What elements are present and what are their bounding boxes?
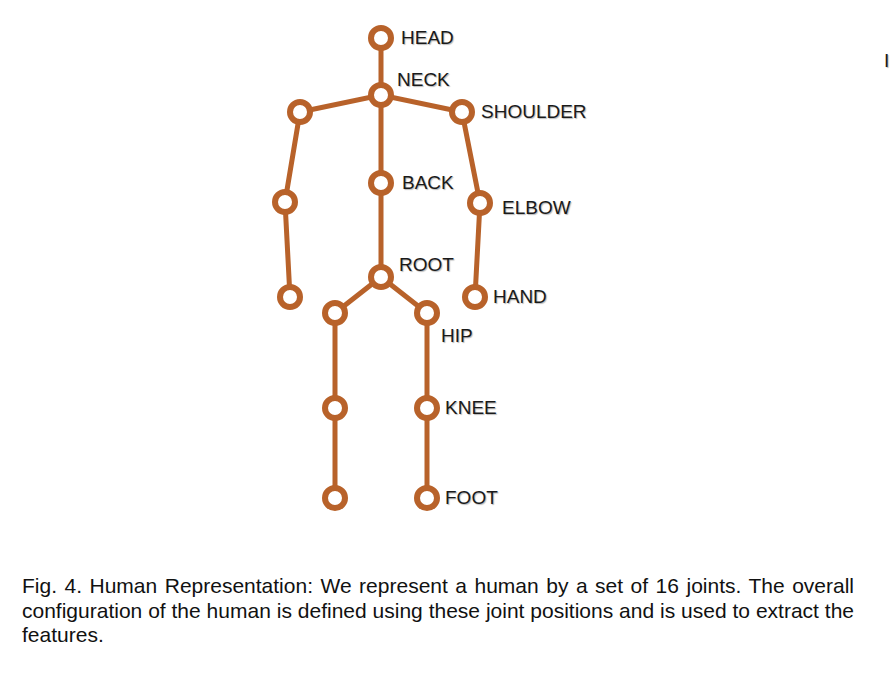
joint-label: NECK xyxy=(397,69,450,91)
joint-label: KNEE xyxy=(445,397,497,419)
joint-label: HIP xyxy=(441,325,473,347)
joint-label: HAND xyxy=(493,286,547,308)
joint-label: FOOT xyxy=(445,487,498,509)
margin-letter: I xyxy=(884,50,889,72)
joint-label: BACK xyxy=(402,172,454,194)
joint-label: ELBOW xyxy=(502,197,571,219)
joint-label: ROOT xyxy=(399,254,454,276)
figure-caption: Fig. 4. Human Representation: We represe… xyxy=(22,574,854,648)
joint-label: HEAD xyxy=(401,27,454,49)
joint-label: SHOULDER xyxy=(481,101,587,123)
